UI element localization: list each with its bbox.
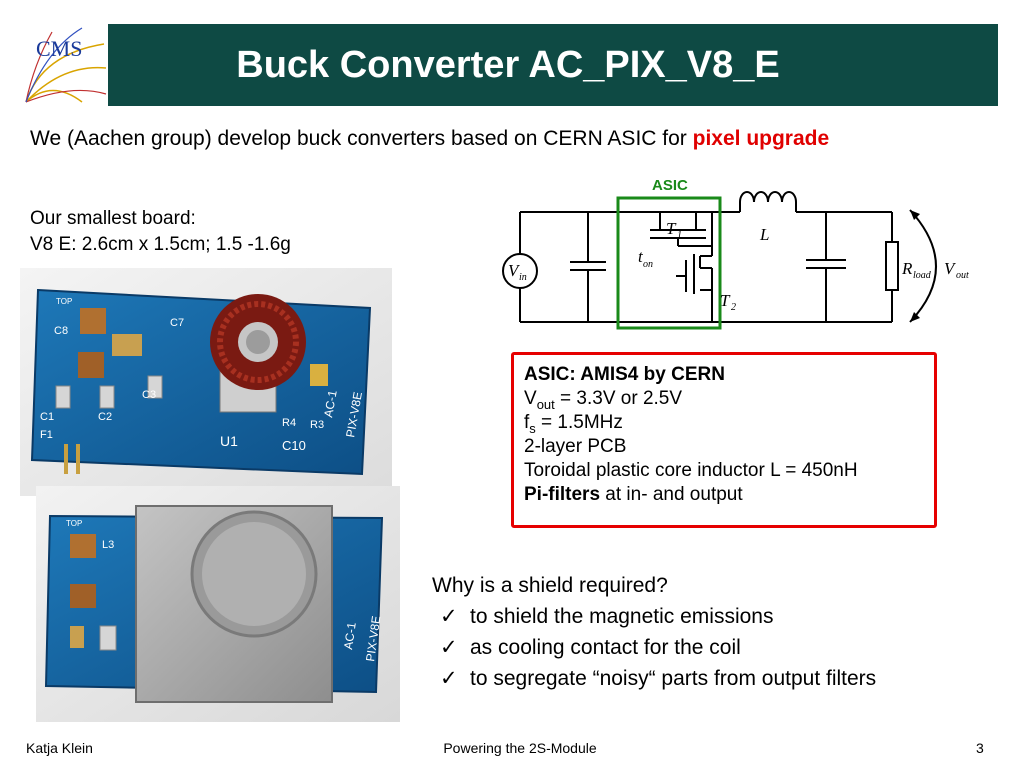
t2-sub: 2 — [731, 302, 736, 313]
board-info-line1: Our smallest board: — [30, 208, 196, 229]
vin-sub: in — [519, 272, 527, 283]
asic-pcb-line: 2-layer PCB — [524, 436, 627, 457]
shield-question: Why is a shield required? — [432, 574, 668, 597]
silk-label-f1: F1 — [40, 429, 53, 441]
vout-value: = 3.3V or 2.5V — [554, 388, 683, 409]
intro-text: We (Aachen group) develop buck converter… — [30, 127, 829, 151]
shield-reason-item: ✓ as cooling contact for the coil — [432, 632, 876, 663]
silk-label-pixv8e-2: PIX-V8E — [363, 615, 383, 663]
intro-plain: We (Aachen group) develop buck converter… — [30, 127, 693, 150]
footer-talk-title: Powering the 2S-Module — [443, 740, 597, 756]
vout-label: V — [944, 259, 957, 278]
fs-value: = 1.5MHz — [535, 412, 623, 433]
silk-label-c7: C7 — [170, 317, 184, 329]
board-info-line2: V8 E: 2.6cm x 1.5cm; 1.5 -1.6g — [30, 234, 291, 255]
inductor-label: L — [759, 225, 769, 244]
pcb-photo-top: TOP C8 C7 C3 C2 C1 F1 U1 R4 R3 C10 AC-1 … — [20, 268, 392, 496]
logo-text: CMS — [36, 36, 82, 61]
asic-pifilter-line: Pi-filters at in- and output — [524, 483, 934, 507]
silk-label-c2: C2 — [98, 411, 112, 423]
footer-author: Katja Klein — [26, 740, 93, 756]
vout-symbol: V — [524, 388, 537, 409]
fs-subscript: s — [529, 420, 536, 436]
fs-symbol: f — [524, 412, 530, 433]
asic-inductor-line: Toroidal plastic core inductor L = 450nH — [524, 460, 858, 481]
vin-label: V — [508, 261, 521, 280]
shield-reasons: Why is a shield required? ✓ to shield the… — [432, 570, 876, 694]
silk-label-r3: R3 — [310, 419, 324, 431]
check-icon: ✓ — [440, 605, 458, 628]
silk-label-c1: C1 — [40, 411, 54, 423]
silk-label-l3: L3 — [102, 539, 114, 551]
check-icon: ✓ — [440, 667, 458, 690]
shield-reason-text: to shield the magnetic emissions — [470, 605, 774, 628]
silk-label-c3: C3 — [142, 389, 156, 401]
intro-highlight: pixel upgrade — [692, 127, 830, 150]
silk-label-u1: U1 — [220, 433, 238, 449]
vout-subscript: out — [536, 396, 555, 412]
shield-reason-item: ✓ to segregate “noisy“ parts from output … — [432, 663, 876, 694]
asic-heading: ASIC: AMIS4 by CERN — [524, 364, 725, 385]
pifilters-rest: at in- and output — [600, 484, 743, 505]
ton-sub: on — [643, 259, 653, 270]
buck-circuit-diagram: ASIC V in T 1 t on T 2 L R load V out — [500, 172, 990, 332]
asic-fs-line: fs = 1.5MHz — [524, 411, 934, 435]
silk-label-c10: C10 — [282, 438, 306, 453]
vout-sub: out — [956, 270, 969, 281]
silk-label-top: TOP — [56, 297, 72, 306]
silk-label-r4: R4 — [282, 417, 296, 429]
asic-vout-line: Vout = 3.3V or 2.5V — [524, 387, 934, 411]
board-info: Our smallest board: V8 E: 2.6cm x 1.5cm;… — [30, 206, 291, 258]
footer-page-number: 3 — [976, 740, 984, 756]
pcb-photo-shielded: TOP L3 AC-1 PIX-V8E — [36, 486, 400, 722]
shield-reason-text: as cooling contact for the coil — [470, 636, 741, 659]
rload-label: R — [901, 259, 913, 278]
silk-label-ac1-2: AC-1 — [341, 621, 359, 650]
silk-label-c8: C8 — [54, 325, 68, 337]
cms-logo: CMS — [22, 24, 108, 106]
t1-label: T — [666, 219, 677, 238]
t1-sub: 1 — [677, 230, 682, 241]
title-bar — [22, 24, 998, 106]
shield-reason-item: ✓ to shield the magnetic emissions — [432, 601, 876, 632]
asic-label: ASIC — [652, 177, 688, 194]
ton-label: t — [638, 247, 644, 266]
shield-reason-text: to segregate “noisy“ parts from output f… — [470, 667, 877, 690]
t2-label: T — [720, 291, 731, 310]
asic-info-box: ASIC: AMIS4 by CERN Vout = 3.3V or 2.5V … — [511, 352, 937, 528]
check-icon: ✓ — [440, 636, 458, 659]
rload-sub: load — [913, 270, 932, 281]
page-title: Buck Converter AC_PIX_V8_E — [236, 44, 780, 86]
silk-label-ac1: AC-1 — [321, 389, 340, 419]
pifilters-bold: Pi-filters — [524, 484, 601, 505]
silk-label-top-2: TOP — [66, 519, 82, 528]
